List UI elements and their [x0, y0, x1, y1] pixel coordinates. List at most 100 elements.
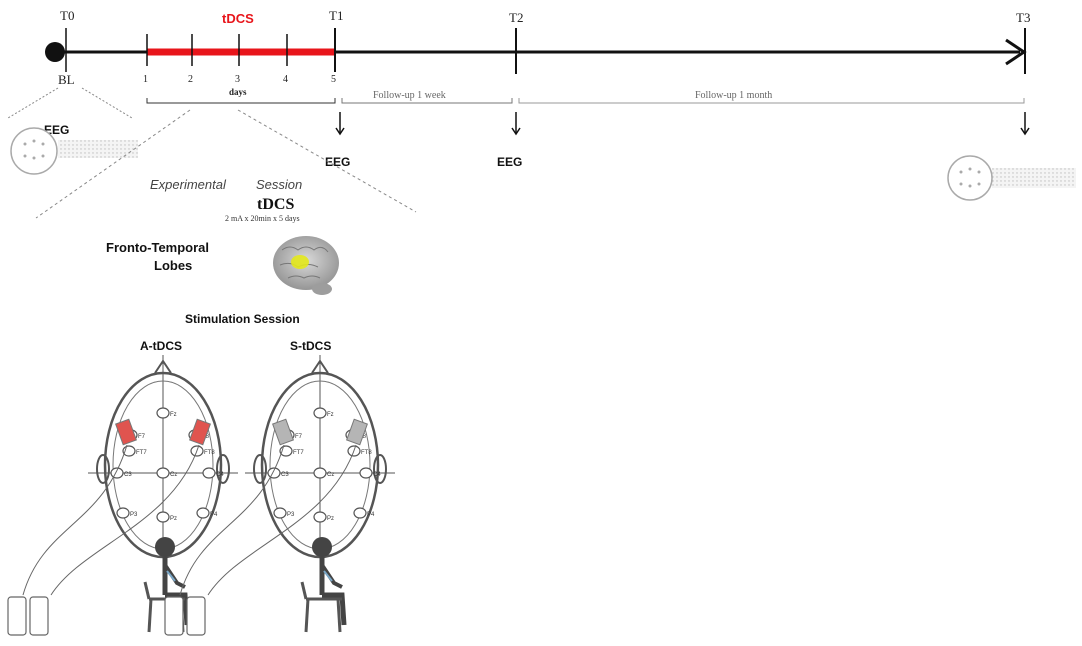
nose-icon	[154, 359, 172, 374]
electrode-site	[273, 507, 287, 519]
session-tdcs-title: tDCS	[257, 196, 294, 213]
electrode-label: FT7	[136, 450, 147, 456]
wristband-icon	[323, 570, 333, 582]
target-line-1: Fronto-Temporal	[106, 240, 209, 255]
electrode-site	[196, 507, 210, 519]
montage-sham-tdcs: FzF7F8FT7FT8CzC3C4P3PzP4	[164, 355, 395, 636]
stim-pad-right	[189, 418, 211, 446]
session-title-1: Experimental	[150, 177, 227, 192]
stim-pad-right	[346, 418, 368, 446]
stimulator-box	[29, 596, 49, 636]
electrode-site	[313, 407, 327, 419]
electrode-label: Fz	[170, 412, 177, 418]
electrode-site	[156, 511, 170, 523]
brain-target-highlight	[291, 255, 309, 269]
person-head-icon	[312, 537, 332, 557]
electrode-label: C3	[281, 472, 289, 478]
t2-label: T2	[509, 10, 523, 25]
electrode-label: FT8	[361, 450, 372, 456]
cable	[207, 444, 357, 596]
wristband-icon	[166, 570, 176, 582]
timeline: T0 BL T1 T2 T3 tDCS 1 2 3 4 5 days Follo…	[44, 8, 1030, 169]
arm-label-active: A-tDCS	[140, 339, 182, 353]
electrode-label: P4	[367, 512, 375, 518]
days-bracket	[146, 98, 336, 104]
electrode-label: P3	[130, 512, 138, 518]
eeg-label-t1: EEG	[325, 155, 350, 169]
electrode-label: Cz	[327, 472, 334, 478]
experimental-session: Experimental Session tDCS 2 mA x 20min x…	[35, 109, 417, 353]
treatment-label: tDCS	[222, 11, 254, 26]
chair-back-icon	[300, 581, 308, 600]
followup-month-label: Follow-up 1 month	[695, 90, 772, 101]
electrode-label: Fz	[327, 412, 334, 418]
electrode-site	[156, 407, 170, 419]
arm-label-sham: S-tDCS	[290, 339, 331, 353]
session-title-2: Session	[256, 177, 302, 192]
electrode-site	[202, 467, 216, 479]
arrow-icon	[511, 127, 521, 136]
person-arm-icon	[163, 563, 186, 589]
bl-label: BL	[58, 72, 75, 87]
ear-right-icon	[216, 454, 230, 484]
electrode-site	[116, 507, 130, 519]
stimulation-title: Stimulation Session	[185, 312, 300, 326]
electrode-label: Pz	[327, 516, 334, 522]
day-label: 1	[143, 74, 148, 85]
eeg-cap-icon-t3	[947, 155, 1076, 201]
cable	[179, 444, 285, 596]
followup-month-bracket	[518, 98, 1025, 104]
stimulator-box	[164, 596, 184, 636]
electrode-label: P4	[210, 512, 218, 518]
stim-pad-left	[115, 418, 137, 446]
chair-leg-icon	[336, 598, 342, 633]
electrode-label: F7	[295, 434, 303, 440]
baseline-dot	[45, 42, 65, 62]
nose-icon	[311, 359, 329, 374]
eeg-label-bl: EEG	[44, 123, 69, 137]
day-label: 5	[331, 74, 336, 85]
cable	[50, 444, 200, 596]
electrode-site	[353, 507, 367, 519]
t0-label: T0	[60, 8, 74, 23]
person-head-icon	[155, 537, 175, 557]
electrode-label: P3	[287, 512, 295, 518]
ear-right-icon	[373, 454, 387, 484]
electrode-site	[156, 467, 170, 479]
followup-week-bracket	[341, 98, 513, 104]
t3-label: T3	[1016, 10, 1030, 25]
person-leg-icon	[322, 592, 347, 626]
montage-active-tdcs: FzF7F8FT7FT8CzC3C4P3PzP4	[7, 355, 238, 636]
days-label: days	[229, 87, 247, 97]
electrode-label: Pz	[170, 516, 177, 522]
brain-icon	[273, 236, 339, 295]
chair-leg-icon	[304, 598, 310, 633]
ear-left-icon	[96, 454, 110, 484]
electrode-label: C3	[124, 472, 132, 478]
electrode-label: Cz	[170, 472, 177, 478]
electrode-label: C4	[373, 472, 381, 478]
person-arm-icon	[320, 563, 343, 589]
electrode-label: FT8	[204, 450, 215, 456]
stimulator-box	[7, 596, 27, 636]
electrode-site	[313, 467, 327, 479]
day-label: 4	[283, 74, 288, 85]
session-dose: 2 mA x 20min x 5 days	[225, 214, 300, 223]
day-label: 2	[188, 74, 193, 85]
target-line-2: Lobes	[154, 258, 192, 273]
cable	[22, 444, 128, 596]
chair-back-icon	[143, 581, 151, 600]
electrode-label: F7	[138, 434, 146, 440]
followup-week-label: Follow-up 1 week	[373, 90, 446, 101]
eeg-label-t2: EEG	[497, 155, 522, 169]
stim-pad-left	[272, 418, 294, 446]
t1-label: T1	[329, 8, 343, 23]
arrow-icon	[1020, 127, 1030, 136]
electrode-site	[359, 467, 373, 479]
ear-left-icon	[253, 454, 267, 484]
person-leg-icon	[165, 592, 190, 626]
chair-leg-icon	[147, 598, 153, 633]
day-label: 3	[235, 74, 240, 85]
arrow-icon	[335, 127, 345, 136]
